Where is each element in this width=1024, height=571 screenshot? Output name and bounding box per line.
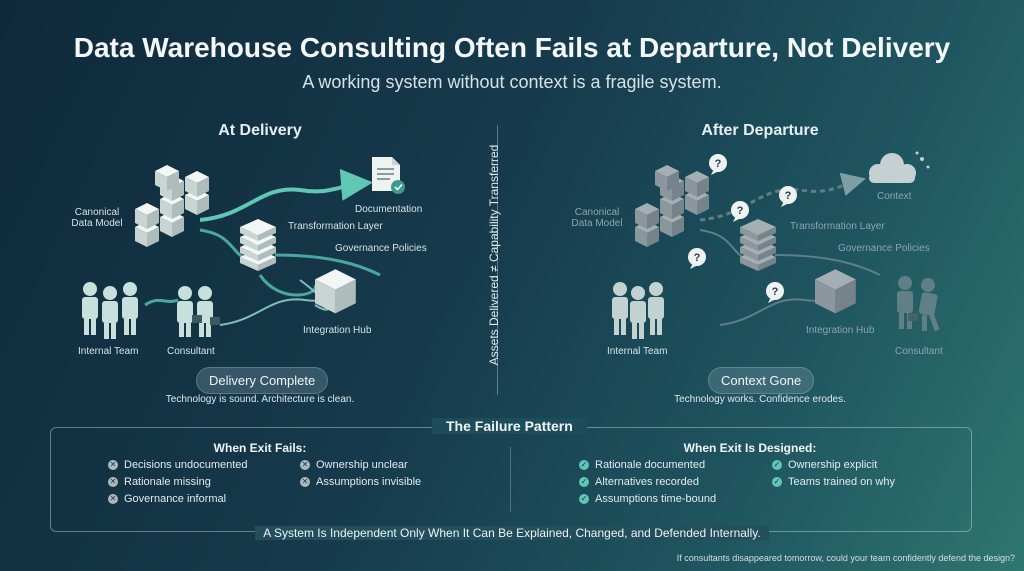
list-item: ✓Rationale documented <box>579 459 706 471</box>
right-panel-heading: After Departure <box>701 122 819 139</box>
x-icon: ✕ <box>108 494 118 504</box>
list-item: ✕Rationale missing <box>108 476 211 488</box>
x-icon: ✕ <box>300 460 310 470</box>
flow-line <box>274 253 381 277</box>
page-title: Data Warehouse Consulting Often Fails at… <box>73 32 951 63</box>
flow-line <box>199 168 373 222</box>
failure-pattern-footer: A System Is Independent Only When It Can… <box>0 526 1024 540</box>
left-caption: Technology is sound. Architecture is cle… <box>165 394 355 405</box>
context-label: Context <box>877 191 912 202</box>
check-icon: ✓ <box>772 477 782 487</box>
x-icon: ✕ <box>300 477 310 487</box>
left-panel-heading: At Delivery <box>218 122 302 139</box>
consultant-label-dim: Consultant <box>895 346 943 357</box>
transformation-label-dim: Transformation Layer <box>790 221 885 232</box>
failure-pattern-title: The Failure Pattern <box>432 418 587 434</box>
page-subtitle: A working system without context is a fr… <box>302 72 722 92</box>
departure-diagram: ? <box>612 151 940 339</box>
check-icon: ✓ <box>579 477 589 487</box>
delivery-complete-badge: Delivery Complete <box>196 367 329 394</box>
list-item: ✕Assumptions invisible <box>300 476 422 488</box>
question-icon <box>766 282 784 303</box>
internal-team-icon <box>82 282 138 339</box>
cloud-icon <box>869 151 930 183</box>
check-icon: ✓ <box>579 460 589 470</box>
question-icon <box>688 248 706 269</box>
consultant-icon <box>897 276 940 332</box>
question-icon <box>779 186 797 207</box>
exit-fails-heading: When Exit Fails: <box>213 441 307 455</box>
consultant-label: Consultant <box>167 346 215 357</box>
governance-label-dim: Governance Policies <box>838 243 930 254</box>
list-item: ✕Ownership unclear <box>300 459 408 471</box>
question-icon <box>731 201 749 222</box>
list-item: ✓Alternatives recorded <box>579 476 699 488</box>
center-divider <box>497 125 498 395</box>
internal-team-label-right: Internal Team <box>607 346 668 357</box>
list-item: ✓Assumptions time-bound <box>579 493 717 505</box>
transformation-label: Transformation Layer <box>288 221 383 232</box>
closing-question: If consultants disappeared tomorrow, cou… <box>676 553 1015 563</box>
integration-label: Integration Hub <box>303 325 372 336</box>
list-item: ✓Teams trained on why <box>772 476 895 488</box>
flow-line <box>199 228 251 262</box>
internal-team-icon <box>612 282 664 339</box>
check-icon: ✓ <box>579 494 589 504</box>
integration-label-dim: Integration Hub <box>806 325 875 336</box>
documentation-label: Documentation <box>355 204 423 215</box>
internal-team-label: Internal Team <box>78 346 139 357</box>
document-icon <box>372 157 405 194</box>
x-icon: ✕ <box>108 460 118 470</box>
context-gone-badge: Context Gone <box>708 367 815 394</box>
delivery-diagram <box>82 157 405 339</box>
list-item: ✕Governance informal <box>108 493 227 505</box>
list-item: ✕Decisions undocumented <box>108 459 248 471</box>
list-item: ✓Ownership explicit <box>772 459 878 471</box>
center-vertical-label: Assets Delivered ≠ Capability Transferre… <box>487 144 501 366</box>
consultant-icon <box>177 286 220 337</box>
canonical-label-dim: Canonical Data Model <box>571 207 623 229</box>
question-icon <box>709 154 727 175</box>
x-icon: ✕ <box>108 477 118 487</box>
exit-designed-heading: When Exit Is Designed: <box>683 441 817 455</box>
governance-label: Governance Policies <box>335 243 427 254</box>
canonical-label: Canonical Data Model <box>71 207 123 229</box>
failure-pattern-divider <box>510 447 511 512</box>
right-caption: Technology works. Confidence erodes. <box>674 394 846 405</box>
check-icon: ✓ <box>772 460 782 470</box>
